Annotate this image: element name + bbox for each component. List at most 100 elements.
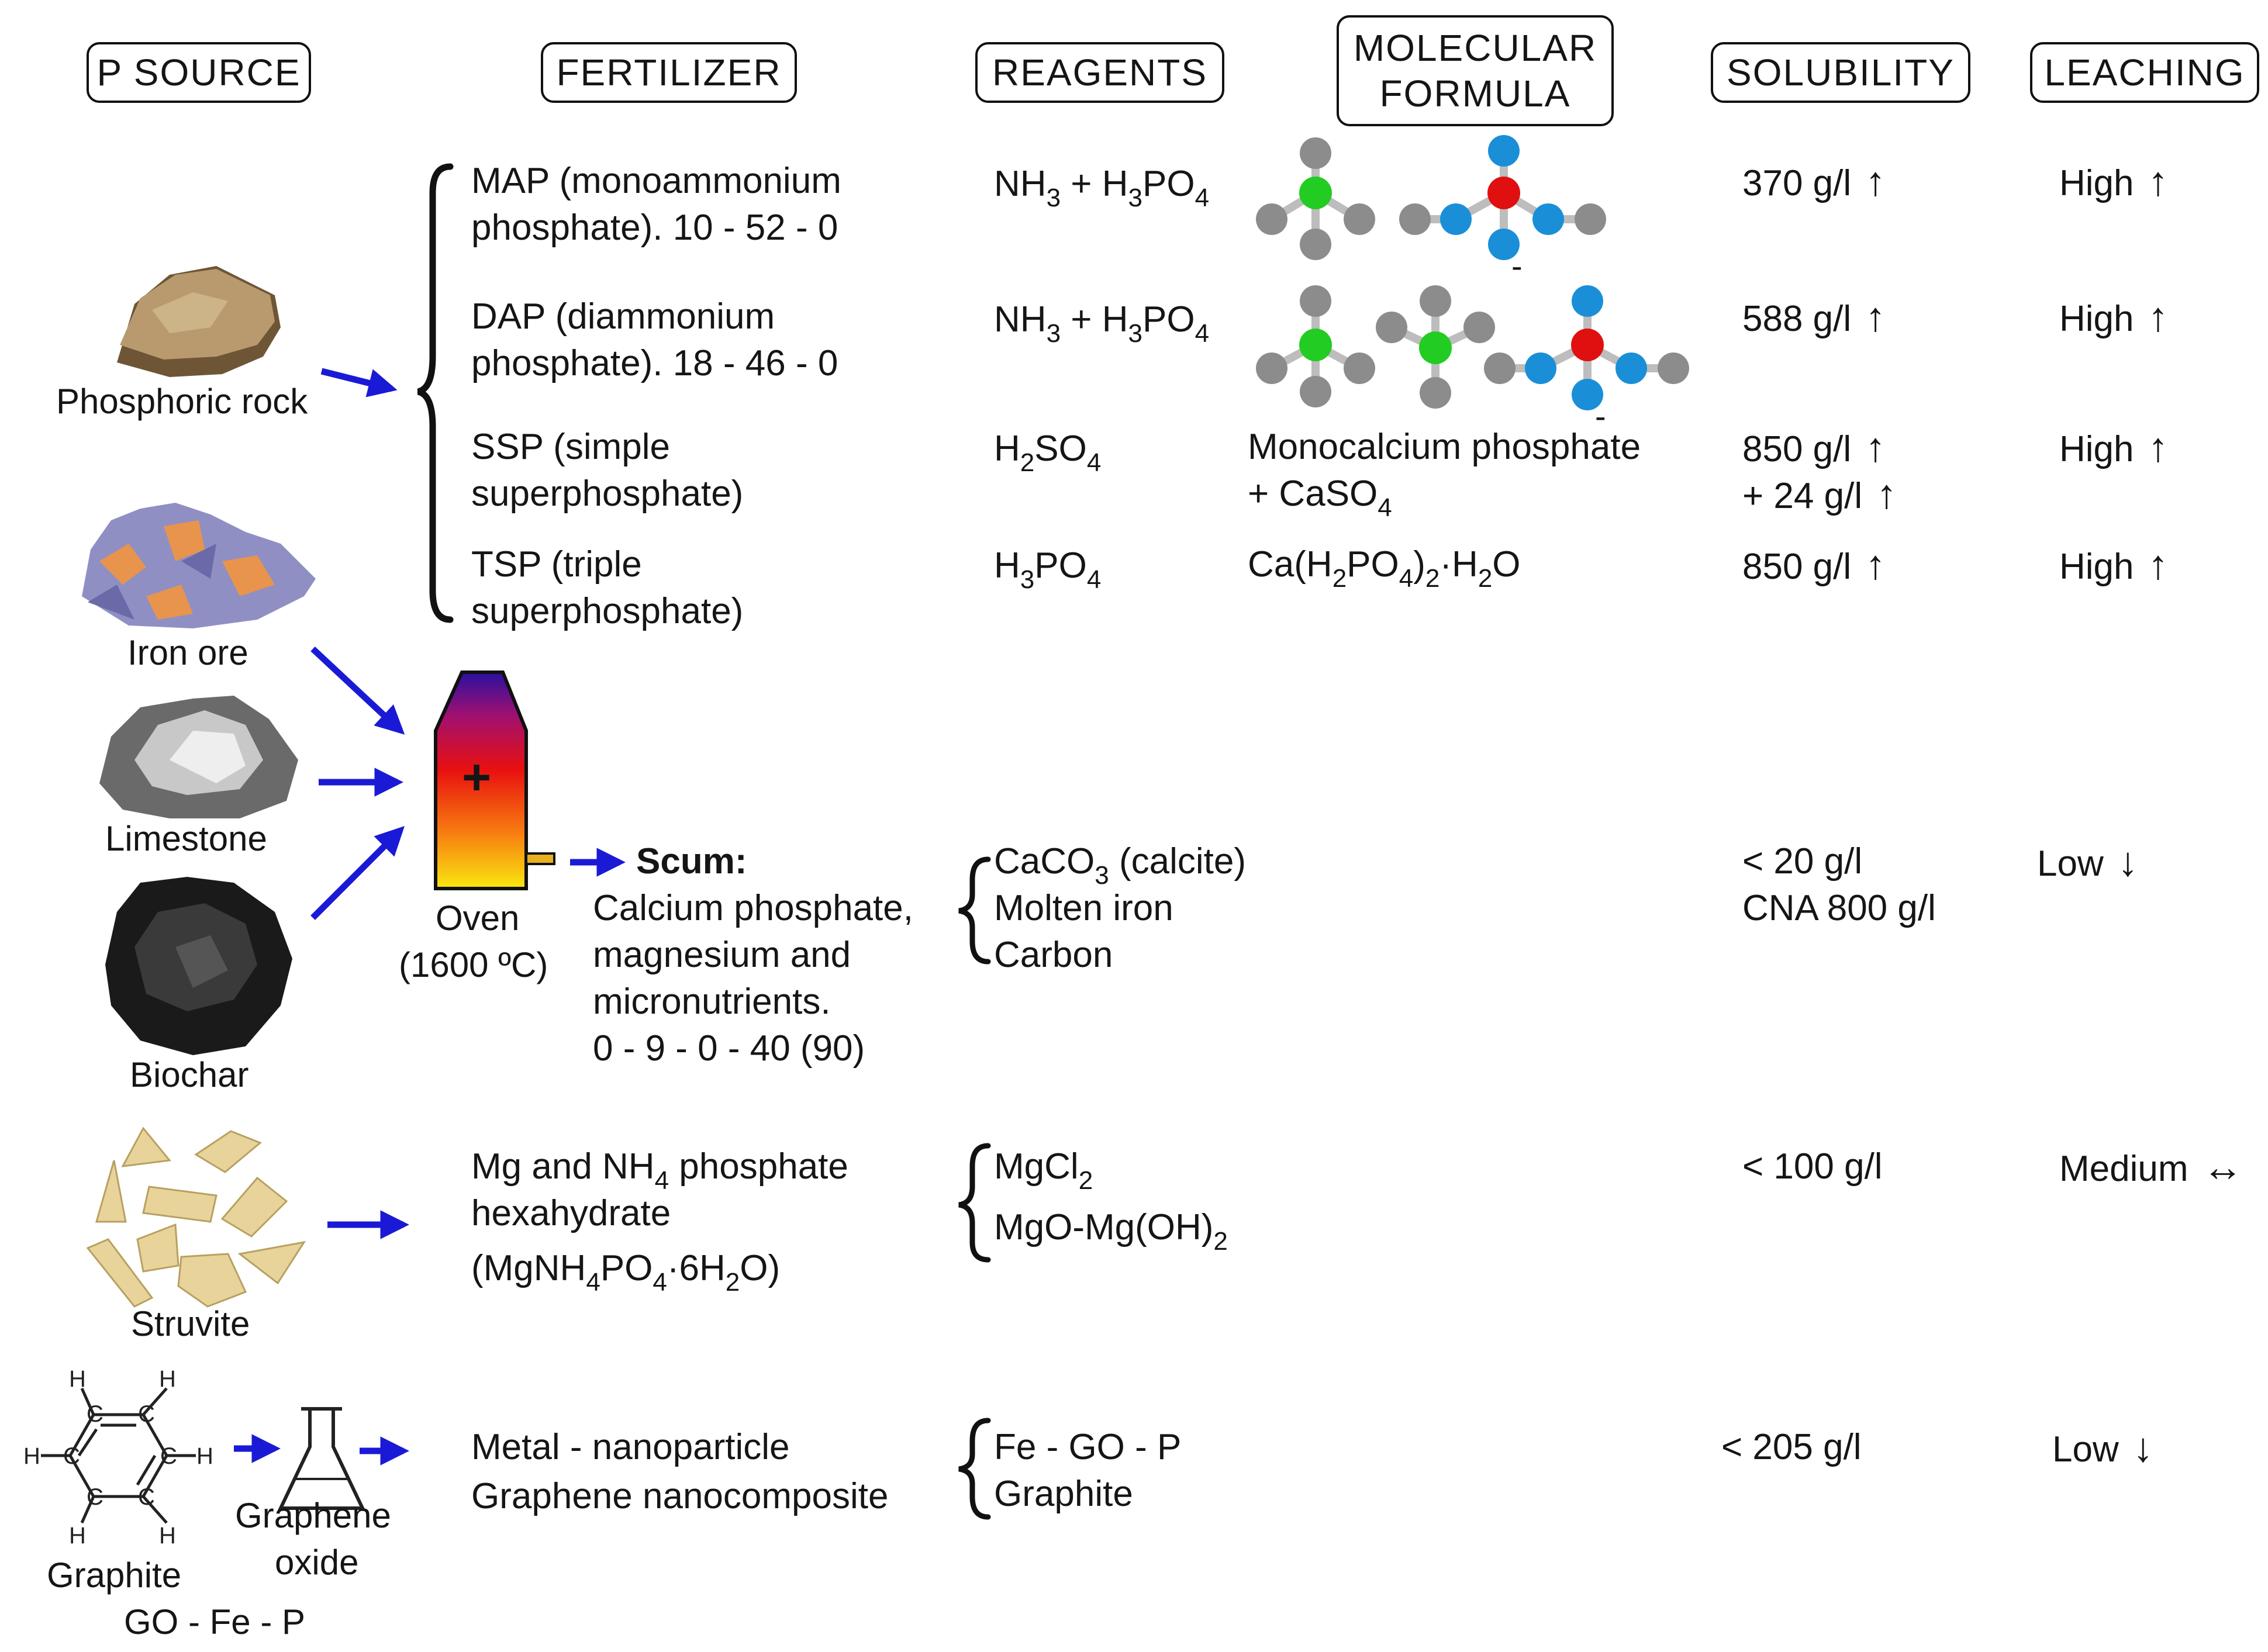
label-biochar: Biochar: [130, 1055, 249, 1094]
struvite-leaching-arrow: ↔: [2202, 1144, 2243, 1190]
ssp-reag-so: SO: [1034, 428, 1087, 469]
ssp-solubility-arrow-1: ↑: [1865, 424, 1886, 470]
struvite-reagent-2: MgO-Mg(OH)2: [994, 1204, 1228, 1256]
dap-charge: -: [1595, 398, 1606, 434]
ssp-formula-l2: + CaSO4: [1248, 471, 1392, 522]
dap-reag-po: PO: [1142, 299, 1195, 340]
graphene-leaching-value: Low: [2052, 1429, 2119, 1470]
struvite-formula-sub3: 2: [725, 1268, 740, 1297]
scum-l3: micronutrients.: [593, 981, 831, 1022]
ssp-formula-caso-sub: 4: [1378, 493, 1392, 522]
graphene-fert-l2: Graphene nanocomposite: [471, 1476, 889, 1516]
hex-h-top-right: H: [159, 1366, 176, 1392]
tsp-reagents: H3PO4: [994, 542, 1102, 594]
struvite-reag-mgo-sub: 2: [1213, 1227, 1228, 1256]
phosphoric-rock-icon: [117, 266, 281, 377]
tsp-solubility-value: 850 g/l: [1742, 547, 1852, 587]
struvite-formula-sub1: 4: [586, 1268, 600, 1297]
hex-c-1: C: [87, 1401, 103, 1427]
graphene-fert-l1: Metal - nanoparticle: [471, 1427, 790, 1467]
oven-plus: +: [462, 749, 492, 806]
scum-solubility-l1: < 20 g/l: [1742, 841, 1863, 882]
label-struvite: Struvite: [131, 1304, 250, 1343]
iron-ore-icon: [82, 503, 316, 628]
ssp-solubility-l1: 850 g/l ↑: [1742, 424, 1886, 473]
scum-reag-caco: CaCO: [994, 841, 1095, 882]
dap-solubility-arrow: ↑: [1865, 294, 1886, 340]
dap-reag-h: + H: [1061, 299, 1128, 340]
struvite-solubility: < 100 g/l: [1742, 1146, 1883, 1187]
struvite-reag-mgo: MgO-Mg(OH): [994, 1207, 1214, 1247]
struvite-formula-a: (MgNH: [471, 1248, 586, 1288]
ssp-reag-so-sub: 4: [1086, 448, 1102, 477]
map-solubility: 370 g/l↑: [1742, 158, 1886, 207]
hex-c-4: C: [138, 1484, 155, 1510]
dap-leaching-value: High: [2059, 299, 2134, 339]
struvite-reag-mgcl-sub: 2: [1078, 1166, 1093, 1195]
scum-leaching-arrow: ↓: [2117, 839, 2138, 884]
label-limestone: Limestone: [105, 819, 267, 858]
struvite-fert-l1: Mg and NH4 phosphate: [471, 1143, 848, 1195]
tsp-fertilizer-l2: superphosphate): [471, 591, 744, 631]
graphene-solubility: < 205 g/l: [1721, 1427, 1862, 1467]
struvite-fert-mg-nh: Mg and NH: [471, 1146, 655, 1187]
arrow-rock-to-fertilizer: [320, 368, 398, 398]
graphene-brace: [958, 1418, 991, 1520]
header-reagents: REAGENTS: [975, 42, 1224, 103]
map-solubility-arrow: ↑: [1865, 158, 1886, 204]
hex-c-2: C: [138, 1401, 155, 1427]
scum-reag-calcite: (calcite): [1109, 841, 1247, 882]
graphite-hexagon-icon: [41, 1387, 196, 1524]
tsp-leaching-arrow: ↑: [2148, 542, 2169, 587]
scum-l4: 0 - 9 - 0 - 40 (90): [593, 1028, 865, 1069]
ssp-leaching: High↑: [2059, 424, 2169, 473]
tsp-formula-d: ·H: [1439, 544, 1478, 585]
tsp-formula-c: ): [1413, 544, 1425, 585]
struvite-leaching: Medium↔: [2059, 1143, 2243, 1193]
map-reagents: NH3 + H3PO4: [994, 161, 1209, 212]
graphene-leaching: Low↓: [2052, 1424, 2153, 1473]
arrow-ironore-to-oven: [310, 646, 405, 735]
oven-icon: [434, 671, 555, 890]
molecule-dap-hpo4: [1484, 285, 1689, 410]
header-fertilizer: FERTILIZER: [541, 42, 797, 103]
scum-leaching: Low↓: [2037, 838, 2138, 887]
molecule-dap-nh4-b: [1376, 285, 1495, 409]
dap-solubility-value: 588 g/l: [1742, 299, 1852, 339]
map-reag-nh-sub: 3: [1046, 184, 1061, 212]
scum-reag-caco-sub: 3: [1095, 861, 1109, 890]
map-reag-h: + H: [1061, 164, 1128, 204]
ssp-reagents: H2SO4: [994, 426, 1102, 477]
label-iron-ore: Iron ore: [127, 633, 248, 672]
ssp-fertilizer-l1: SSP (simple: [471, 427, 670, 467]
map-reag-po: PO: [1142, 164, 1195, 204]
tsp-reag-po: PO: [1034, 545, 1087, 586]
ssp-solubility-value-1: 850 g/l: [1742, 429, 1852, 469]
map-leaching: High↑: [2059, 158, 2169, 207]
flow-arrows: [234, 368, 626, 1466]
map-reag-h-sub: 3: [1128, 184, 1142, 212]
biochar-icon: [105, 877, 292, 1055]
scum-title: Scum:: [636, 841, 747, 882]
header-molecular-formula: MOLECULAR FORMULA: [1337, 15, 1614, 126]
struvite-reag-mgcl: MgCl: [994, 1146, 1079, 1187]
label-oven-temp: (1600 ºC): [399, 945, 548, 984]
ssp-reag-h-sub: 2: [1020, 448, 1035, 477]
struvite-fert-phosphate: phosphate: [669, 1146, 848, 1187]
struvite-fert-l2: hexahydrate: [471, 1193, 671, 1233]
tsp-reag-po-sub: 4: [1086, 565, 1102, 594]
dap-solubility: 588 g/l ↑: [1742, 293, 1886, 343]
scum-l1: Calcium phosphate,: [593, 888, 913, 928]
scum-reagent-1: CaCO3 (calcite): [994, 838, 1247, 890]
header-p-source: P SOURCE: [87, 42, 311, 103]
dap-reag-nh-sub: 3: [1046, 319, 1061, 348]
tsp-formula-a: Ca(H: [1248, 544, 1333, 585]
struvite-fert-nh-sub: 4: [654, 1166, 669, 1195]
scum-reagent-2: Molten iron: [994, 888, 1173, 928]
tsp-leaching-value: High: [2059, 547, 2134, 587]
molecule-dap-nh4-a: [1256, 285, 1375, 407]
header-molecular-formula-l1: MOLECULAR: [1353, 27, 1597, 69]
struvite-icon: [86, 1126, 306, 1308]
scum-brace: [958, 856, 991, 965]
